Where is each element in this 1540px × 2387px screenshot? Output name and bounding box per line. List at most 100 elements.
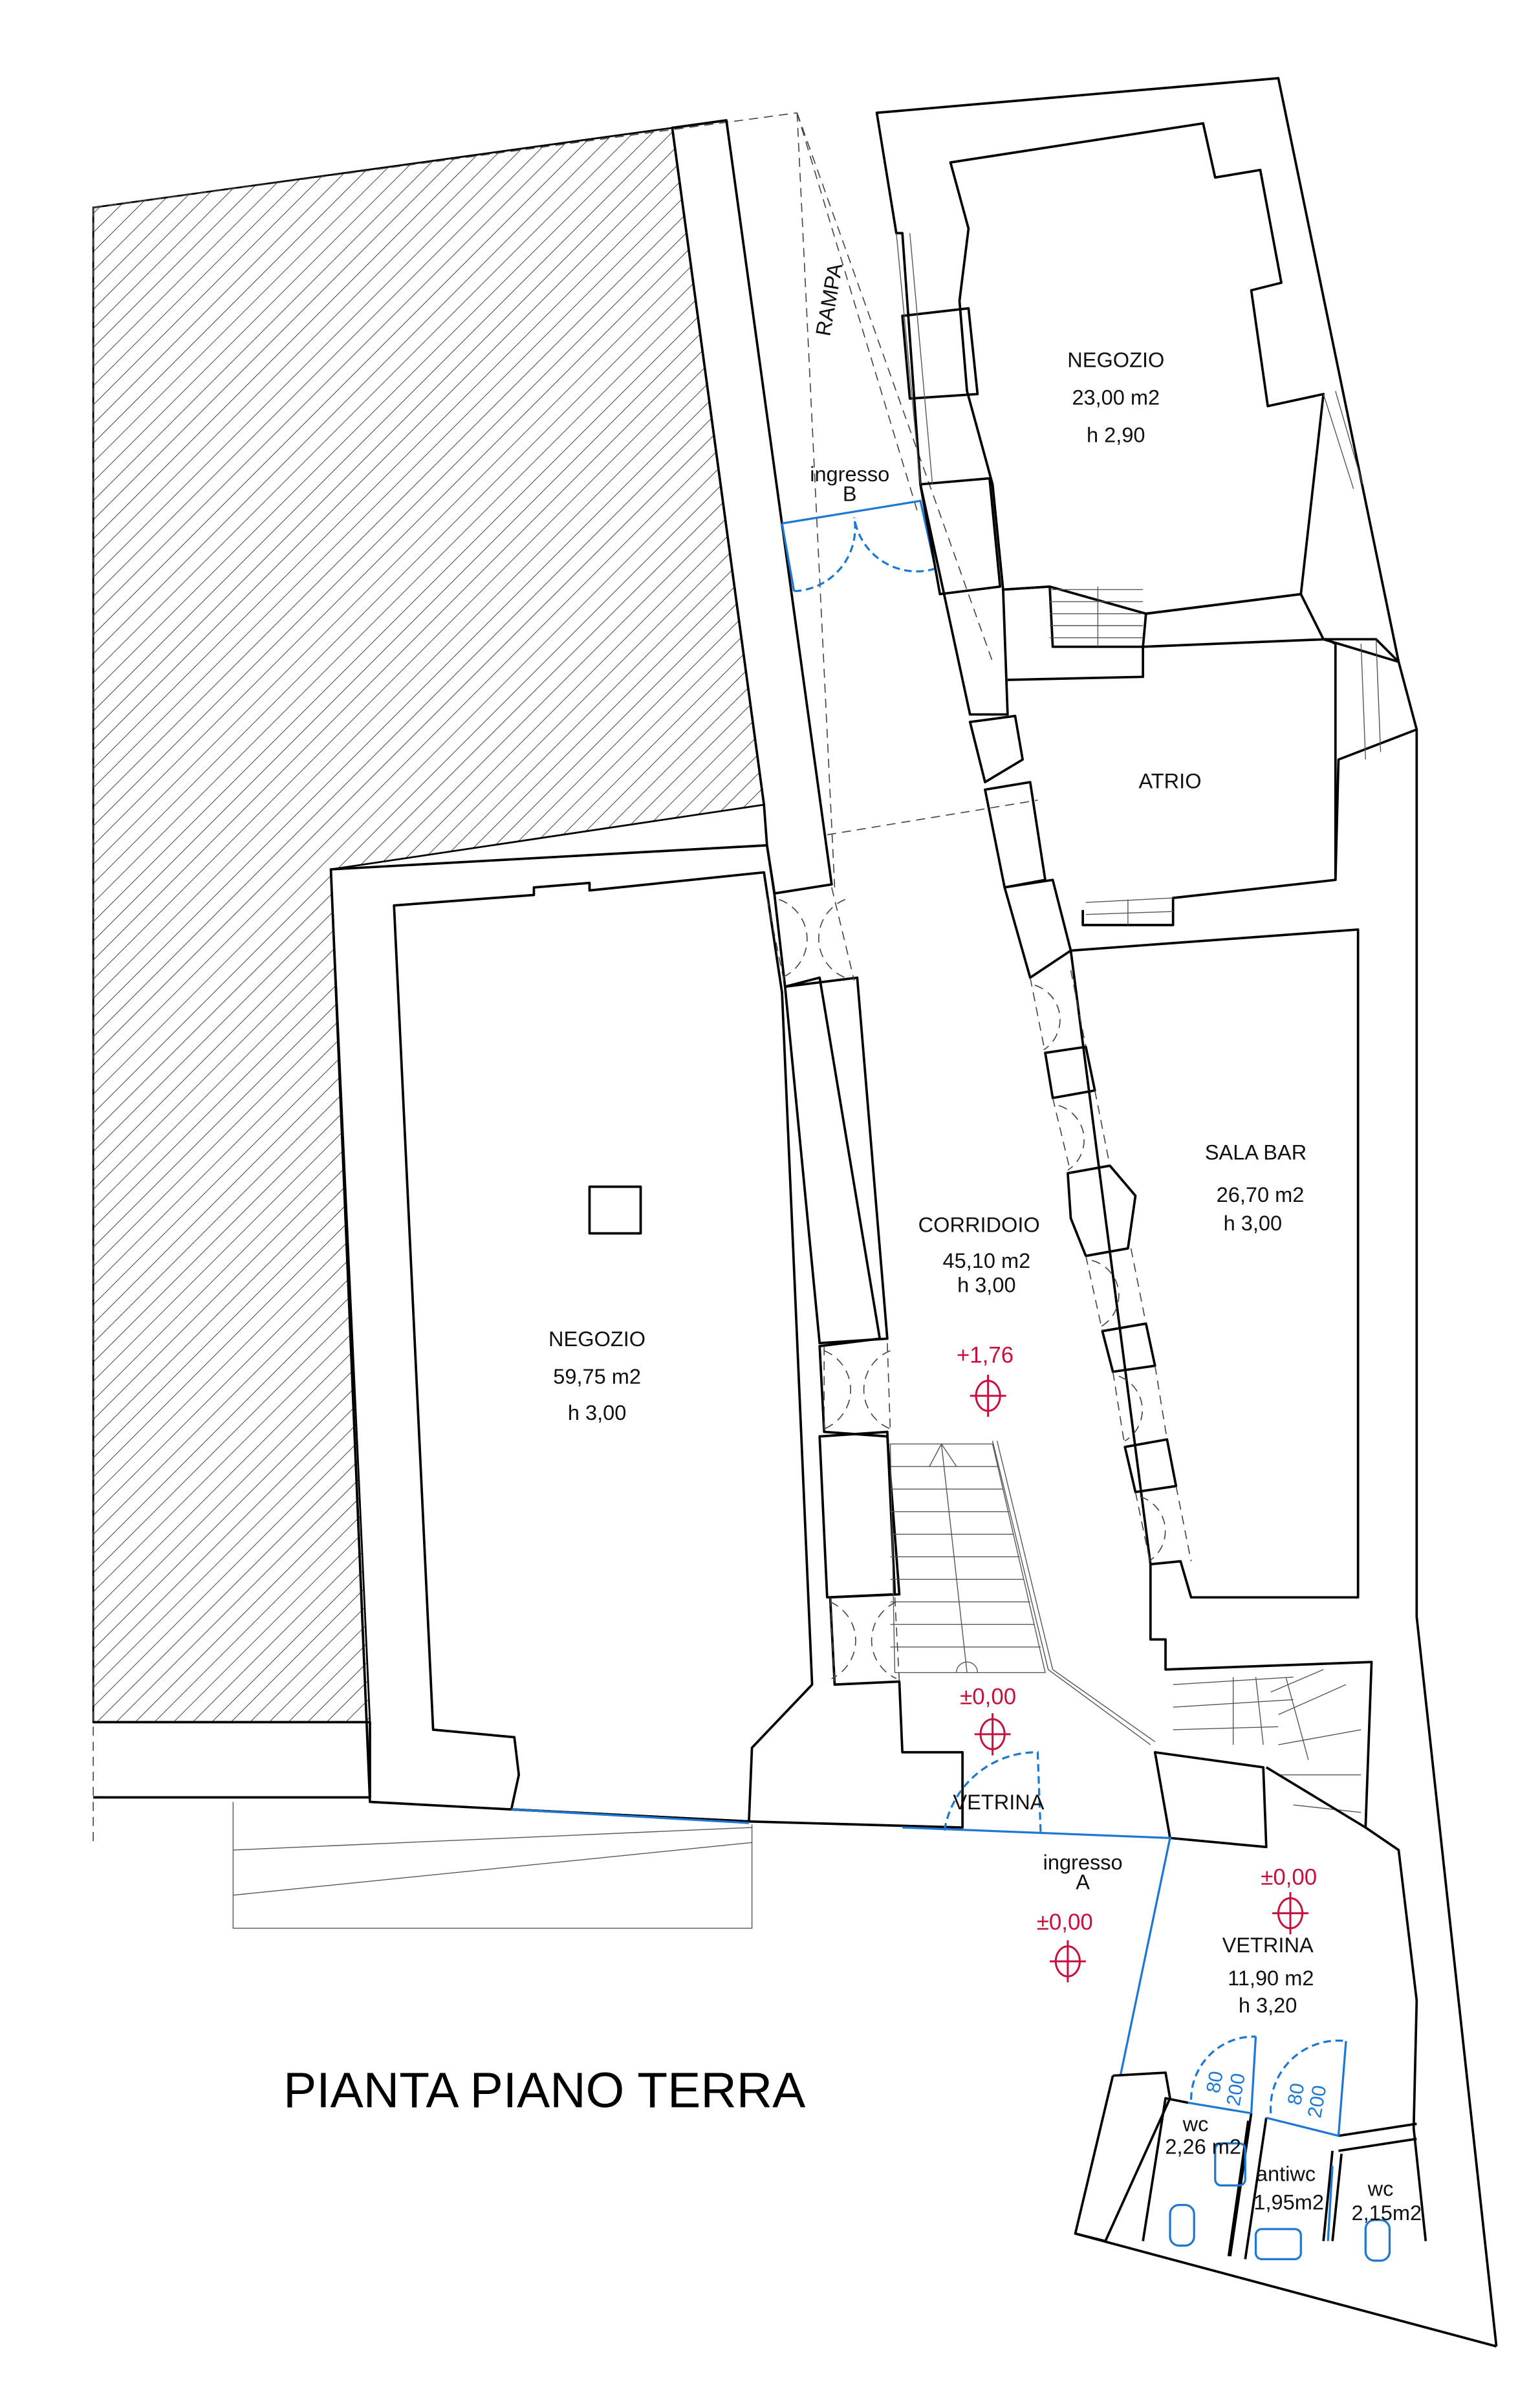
svg-text:h 3,00: h 3,00 <box>1224 1212 1283 1235</box>
entrance-b-frame[interactable] <box>781 523 796 592</box>
pillar <box>1123 1438 1178 1494</box>
plan-title: PIANTA PIANO TERRA <box>283 2064 806 2119</box>
svg-text:NEGOZIO: NEGOZIO <box>1067 348 1164 371</box>
entrance-b-label: B <box>843 482 857 505</box>
svg-text:NEGOZIO: NEGOZIO <box>548 1327 645 1351</box>
stair-treads <box>890 1443 1041 1673</box>
entrance-a-label: A <box>1076 1870 1090 1893</box>
svg-text:+1,76: +1,76 <box>957 1343 1014 1368</box>
wall <box>1415 729 1498 2347</box>
wall <box>783 976 889 1345</box>
wall <box>1365 1826 1427 2241</box>
wall <box>818 1430 896 1599</box>
sink-icon <box>1214 2142 1246 2187</box>
steps-outside <box>232 1802 753 1929</box>
wall <box>1074 2071 1171 2243</box>
room-label-negozio-23: NEGOZIO 23,00 m2 h 2,90 <box>1067 348 1164 446</box>
door-swing <box>1034 985 1166 1562</box>
svg-text:59,75 m2: 59,75 m2 <box>553 1365 641 1388</box>
svg-text:VETRINA: VETRINA <box>1222 1934 1314 1957</box>
level-marker: ±0,00 <box>1261 1864 1317 1935</box>
svg-text:CORRIDOIO: CORRIDOIO <box>918 1213 1040 1236</box>
entrance-a-label: ingresso <box>1043 1851 1123 1874</box>
atrio-label: ATRIO <box>1138 769 1201 792</box>
pillar <box>984 781 1047 889</box>
room-label-negozio-59: NEGOZIO 59,75 m2 h 3,00 <box>548 1327 645 1424</box>
hatched-area <box>92 127 765 1723</box>
wall <box>93 1721 371 1799</box>
svg-text:wc: wc <box>1182 2113 1209 2136</box>
svg-text:11,90 m2: 11,90 m2 <box>1228 1967 1314 1990</box>
svg-text:h 2,90: h 2,90 <box>1087 424 1145 447</box>
wc-doors[interactable] <box>1188 2036 1347 2241</box>
svg-text:2,26 m2: 2,26 m2 <box>1165 2135 1241 2159</box>
svg-text:26,70 m2: 26,70 m2 <box>1217 1183 1305 1206</box>
spiral-stair <box>1173 1669 1361 1813</box>
stair-mark <box>956 1661 979 1673</box>
vetrina-door-label: VETRINA <box>953 1791 1044 1814</box>
wall <box>1265 1766 1367 1829</box>
room-label-wc-2: wc 2,15m2 <box>1352 2177 1422 2225</box>
wall <box>1153 1750 1268 1849</box>
svg-text:23,00 m2: 23,00 m2 <box>1072 386 1160 409</box>
room-label-sala-bar: SALA BAR 26,70 m2 h 3,00 <box>1205 1141 1307 1235</box>
svg-text:SALA BAR: SALA BAR <box>1205 1141 1307 1164</box>
pillar <box>968 714 1024 783</box>
wall <box>329 844 964 1829</box>
level-marker: +1,76 <box>957 1343 1014 1417</box>
svg-text:h 3,00: h 3,00 <box>957 1273 1016 1296</box>
entrance-b-label: ingresso <box>810 463 889 486</box>
wall <box>1227 2120 1250 2256</box>
stair <box>889 1443 1046 1673</box>
door-height: 200 <box>1223 2072 1250 2108</box>
svg-text:±0,00: ±0,00 <box>1037 1910 1093 1935</box>
room-label-antiwc: antiwc 1,95m2 <box>1253 2162 1324 2214</box>
room-label-corridoio: CORRIDOIO 45,10 m2 h 3,00 <box>918 1213 1040 1296</box>
toilet-icon <box>1169 2204 1195 2247</box>
svg-text:wc: wc <box>1367 2177 1394 2201</box>
column <box>588 1185 642 1235</box>
boundary-line <box>93 112 797 208</box>
wc-door-swing[interactable] <box>1189 2035 1347 2113</box>
svg-text:1,95m2: 1,95m2 <box>1253 2191 1324 2214</box>
opening <box>766 887 900 1685</box>
door-swing <box>779 899 897 1679</box>
wall <box>1323 638 1418 880</box>
room-outline <box>949 122 1325 615</box>
door-width: 80 <box>1284 2082 1308 2107</box>
pillar <box>1101 1322 1156 1373</box>
svg-text:h 3,00: h 3,00 <box>568 1401 627 1424</box>
door-width: 80 <box>1203 2069 1228 2095</box>
toilet-icon <box>1364 2219 1391 2262</box>
svg-text:±0,00: ±0,00 <box>960 1684 1016 1709</box>
svg-text:±0,00: ±0,00 <box>1261 1864 1317 1890</box>
pillar <box>1003 878 1072 979</box>
room-outline <box>1069 928 1360 1599</box>
room-label-wc-1: wc 2,26 m2 <box>1165 2113 1241 2159</box>
storefront-glazing <box>511 1808 1171 2076</box>
handrail <box>992 1441 1156 1745</box>
svg-text:antiwc: antiwc <box>1256 2162 1316 2185</box>
level-marker: ±0,00 <box>1037 1910 1093 1983</box>
pillar <box>901 307 979 400</box>
stair-steps <box>1085 897 1173 925</box>
stair-steps <box>1049 586 1144 647</box>
door-height: 200 <box>1304 2084 1330 2119</box>
opening <box>1029 970 1192 1565</box>
pillar <box>919 477 1002 596</box>
level-marker: ±0,00 <box>960 1684 1016 1756</box>
window <box>1360 639 1382 760</box>
ramp-label: RAMPA <box>811 261 847 338</box>
window <box>896 233 1363 489</box>
room-outline <box>393 871 814 1823</box>
entrance-b-door-swing[interactable] <box>794 517 936 593</box>
svg-text:2,15m2: 2,15m2 <box>1352 2201 1422 2225</box>
sink-icon <box>1254 2228 1302 2260</box>
wall <box>1075 2232 1497 2348</box>
wall <box>1142 2097 1189 2241</box>
svg-text:45,10 m2: 45,10 m2 <box>942 1249 1030 1272</box>
wall <box>1149 1564 1373 1828</box>
room-label-vetrina: VETRINA 11,90 m2 h 3,20 <box>1222 1934 1314 2017</box>
vetrina-door-swing[interactable] <box>943 1751 1042 1834</box>
